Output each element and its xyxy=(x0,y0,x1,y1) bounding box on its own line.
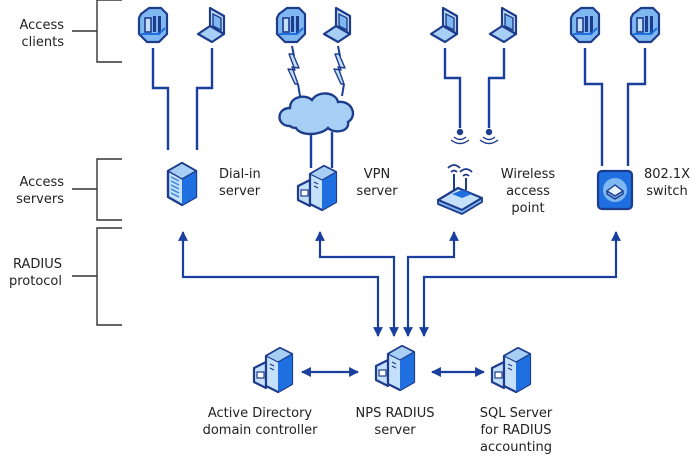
vpn-server-label: VPN server xyxy=(356,167,398,199)
tier-bracket-access-clients xyxy=(72,0,122,63)
desktop-client-icon xyxy=(629,6,661,44)
tier-label-radius-protocol: RADIUS protocol xyxy=(8,257,62,289)
wireless-access-point-icon xyxy=(436,163,484,216)
tier-bracket-access-servers xyxy=(72,158,122,221)
laptop-client-icon xyxy=(196,6,226,44)
dialup-link-bolt-icon xyxy=(333,53,346,85)
vpn-server-icon xyxy=(296,164,338,212)
dialup-link-bolt-icon xyxy=(287,53,300,85)
dial-in-server-icon xyxy=(166,161,198,207)
desktop-client-icon xyxy=(137,6,169,44)
desktop-client-icon xyxy=(569,6,601,44)
wireless-signal-icon xyxy=(450,128,470,145)
switch-802-1x-icon xyxy=(596,169,634,211)
sql-server-label: SQL Server for RADIUS accounting xyxy=(479,406,553,455)
tier-bracket-radius-protocol xyxy=(72,227,122,326)
active-directory-label: Active Directory domain controller xyxy=(202,406,318,438)
dial-in-server-label: Dial-in server xyxy=(219,167,261,199)
laptop-client-icon xyxy=(488,6,518,44)
tier-label-access-clients: Access clients xyxy=(19,18,64,50)
switch-802-1x-label: 802.1X switch xyxy=(643,167,691,199)
active-directory-server-icon xyxy=(252,346,294,394)
nps-radius-server-label: NPS RADIUS server xyxy=(355,406,435,438)
internet-cloud-icon xyxy=(278,92,355,136)
nps-radius-server-icon xyxy=(374,344,416,392)
wireless-signal-icon xyxy=(479,128,499,145)
client-links xyxy=(151,48,647,168)
wireless-access-point-label: Wireless access point xyxy=(500,167,556,216)
radius-links xyxy=(178,231,621,377)
laptop-client-icon xyxy=(322,6,352,44)
laptop-client-icon xyxy=(429,6,459,44)
desktop-client-icon xyxy=(275,6,307,44)
sql-server-icon xyxy=(490,346,532,394)
tier-label-access-servers: Access servers xyxy=(16,175,64,207)
